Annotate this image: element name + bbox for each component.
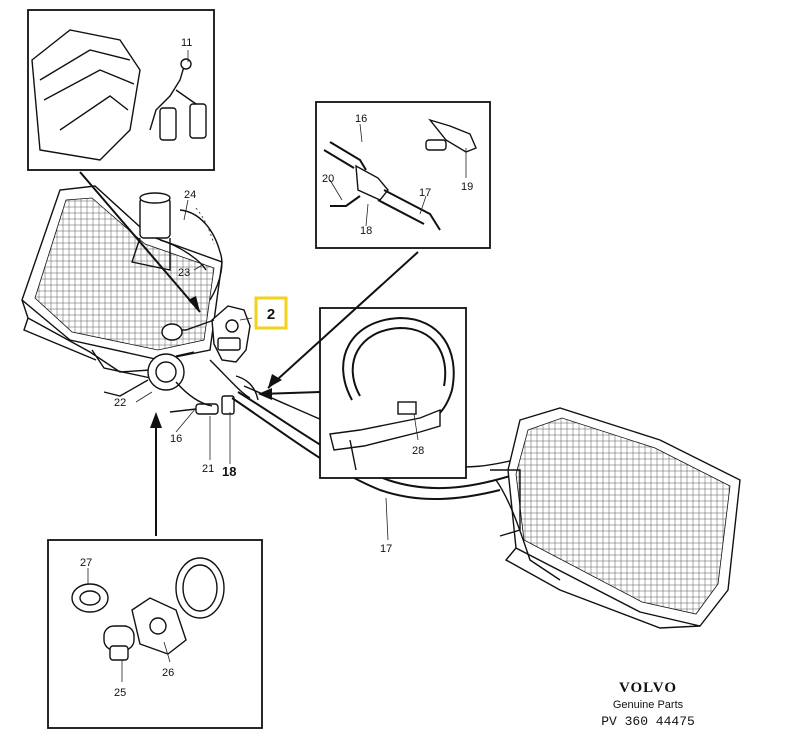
inset-tee-connector: [315, 101, 491, 249]
headlamp-left: [21, 185, 223, 381]
nozzle-holder-assembly: [103, 351, 195, 397]
diagram-code: PV 360 44475: [601, 714, 695, 729]
label-23: 23: [178, 267, 190, 279]
brand-name: VOLVO: [619, 680, 677, 696]
label-18-inset: 18: [360, 225, 372, 237]
label-24: 24: [184, 189, 196, 201]
callout-number: 2: [267, 306, 275, 323]
label-27: 27: [80, 557, 92, 569]
washer-pump: [131, 192, 223, 301]
brand-block: VOLVO Genuine Parts PV 360 44475: [601, 680, 695, 729]
hose-fittings: [169, 395, 235, 415]
label-18: 18: [222, 464, 236, 479]
label-17: 17: [380, 543, 392, 555]
part-labels: 11 16 19 20 17 18 24 23 22 16 21 18 28 1…: [80, 37, 473, 699]
callout-highlight-box: [254, 296, 288, 330]
label-19: 19: [461, 181, 473, 193]
pointer-arrows: [79, 171, 419, 536]
label-21: 21: [202, 463, 214, 475]
label-11: 11: [181, 37, 192, 49]
inset-cable-tie-28: [319, 307, 467, 479]
headlamp-right: [490, 407, 741, 629]
brand-subtitle: Genuine Parts: [613, 699, 684, 711]
label-22: 22: [114, 397, 126, 409]
label-16-inset: 16: [355, 113, 367, 125]
label-28: 28: [412, 445, 424, 457]
inset-connector-11: [27, 9, 215, 171]
label-17-inset: 17: [419, 187, 431, 199]
label-16: 16: [170, 433, 182, 445]
leader-lines: [87, 50, 467, 682]
callout-2[interactable]: 2: [254, 296, 288, 330]
inset-grommet-nozzle: [47, 539, 263, 729]
label-25: 25: [114, 687, 126, 699]
label-26: 26: [162, 667, 174, 679]
label-20: 20: [322, 173, 334, 185]
